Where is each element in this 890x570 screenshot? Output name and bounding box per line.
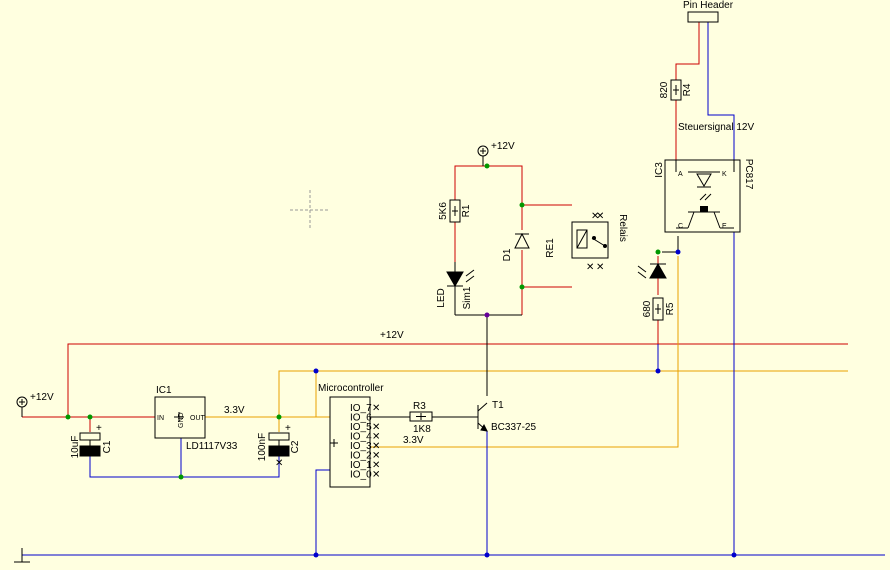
svg-text:+12V: +12V: [491, 141, 515, 152]
unconnected-marker: ✕: [372, 403, 380, 414]
c2-value: 100nF: [257, 433, 268, 461]
mcu-ref: Microcontroller: [318, 383, 384, 394]
c1-ref: C1: [102, 440, 113, 453]
resistor-r3[interactable]: R3 1K8: [409, 401, 433, 435]
capacitor-c1[interactable]: + 10uF C1: [70, 423, 113, 458]
led-value: LED: [436, 288, 447, 307]
unconnected-marker: ✕: [372, 422, 380, 433]
header-ref: Pin Header: [683, 0, 734, 11]
led-sim1[interactable]: LED Sim1: [436, 262, 475, 309]
mcu-pin-io_4: IO_4: [350, 432, 372, 443]
supply-12v-symbol[interactable]: +12V: [16, 392, 54, 417]
net-33v-wires: [205, 256, 848, 448]
regulator-ic1[interactable]: IC1 IN OUT GND LD1117V33: [154, 385, 238, 452]
diode-d1[interactable]: D1: [502, 232, 530, 261]
svg-text:A: A: [678, 171, 683, 178]
mcu-pin-io_2: IO_2: [350, 451, 372, 462]
svg-text:GND: GND: [178, 412, 185, 428]
r4-value: 820: [659, 81, 670, 98]
transistor-t1[interactable]: T1 BC337-25: [468, 400, 536, 433]
ic3-ref: IC3: [654, 162, 665, 178]
svg-text:✕: ✕: [586, 262, 594, 273]
svg-text:E: E: [722, 223, 727, 230]
re1-value: Relais: [617, 214, 628, 242]
c2-ref: C2: [290, 440, 301, 453]
svg-text:✕: ✕: [596, 262, 604, 273]
net-label-33v-mcu: 3.3V: [403, 435, 424, 446]
optocoupler-ic3[interactable]: IC3 PC817 A K C E: [654, 159, 754, 233]
mcu-pin-io_6: IO_6: [350, 413, 372, 424]
resistor-r5[interactable]: 680 R5: [642, 297, 676, 321]
t1-ref: T1: [492, 400, 504, 411]
net-gnd-wires: [22, 22, 885, 556]
junction-led-node: [484, 312, 490, 318]
mcu-pin-io_5: IO_5: [350, 422, 372, 433]
net-label-33v-ic1: 3.3V: [224, 405, 245, 416]
svg-text:+: +: [285, 423, 291, 434]
r3-ref: R3: [413, 401, 426, 412]
unconnected-marker: ✕: [372, 460, 380, 471]
unconnected-marker: ✕: [372, 470, 380, 481]
led-ref: Sim1: [462, 286, 473, 309]
net-label-12v: +12V: [380, 330, 404, 341]
junctions: [65, 163, 661, 480]
r3-value: 1K8: [413, 424, 431, 435]
svg-text:+: +: [96, 423, 102, 434]
led-indicator-r5[interactable]: [637, 262, 667, 279]
capacitor-c2[interactable]: + 100nF C2 ✕: [257, 423, 301, 469]
re1-ref: RE1: [545, 238, 556, 258]
d1-ref: D1: [502, 248, 513, 261]
svg-text:✕: ✕: [275, 458, 283, 469]
t1-value: BC337-25: [491, 422, 536, 433]
r1-value: 5K6: [438, 202, 449, 220]
junctions-blue: [313, 249, 737, 558]
ic3-value: PC817: [743, 159, 754, 190]
svg-text:OUT: OUT: [190, 415, 206, 422]
svg-text:IN: IN: [157, 415, 164, 422]
c1-value: 10uF: [70, 436, 81, 459]
ic1-value: LD1117V33: [186, 441, 238, 452]
mcu-pin-io_7: IO_7: [350, 403, 372, 414]
resistor-r4[interactable]: 820 R4: [659, 79, 693, 101]
r4-ref: R4: [682, 83, 693, 96]
net-signal-wires: [370, 236, 679, 418]
cursor-crosshair: [290, 190, 330, 230]
net-12v-wires: [22, 22, 848, 432]
supply-12v-symbol-relay[interactable]: +12V: [477, 141, 515, 166]
pin-header[interactable]: Pin Header: [683, 0, 734, 23]
svg-text:K: K: [722, 171, 727, 178]
unconnected-marker: ✕: [372, 451, 380, 462]
svg-text:✕: ✕: [591, 211, 599, 222]
ground-symbol[interactable]: [14, 548, 30, 563]
ic1-ref: IC1: [156, 385, 172, 396]
mcu-pin-io_1: IO_1: [350, 460, 372, 471]
resistor-r1[interactable]: 5K6 R1: [438, 199, 472, 223]
svg-text:✕: ✕: [596, 211, 604, 222]
microcontroller[interactable]: Microcontroller IO_7✕IO_6IO_5✕IO_4✕IO_3✕…: [318, 383, 384, 488]
mcu-pin-io_3: IO_3: [350, 441, 372, 452]
svg-text:C: C: [678, 223, 683, 230]
r5-ref: R5: [665, 302, 676, 315]
svg-text:+12V: +12V: [30, 392, 54, 403]
relay-re1[interactable]: RE1 Relais ✕ ✕ ✕ ✕: [545, 211, 628, 273]
net-label-control-signal: Steuersignal 12V: [678, 122, 754, 133]
r1-ref: R1: [461, 204, 472, 217]
mcu-pin-labels: IO_7✕IO_6IO_5✕IO_4✕IO_3✕IO_2✕IO_1✕IO_0✕: [350, 403, 380, 481]
unconnected-marker: ✕: [372, 432, 380, 443]
unconnected-marker: ✕: [372, 441, 380, 452]
r5-value: 680: [642, 300, 653, 317]
mcu-pin-io_0: IO_0: [350, 470, 372, 481]
